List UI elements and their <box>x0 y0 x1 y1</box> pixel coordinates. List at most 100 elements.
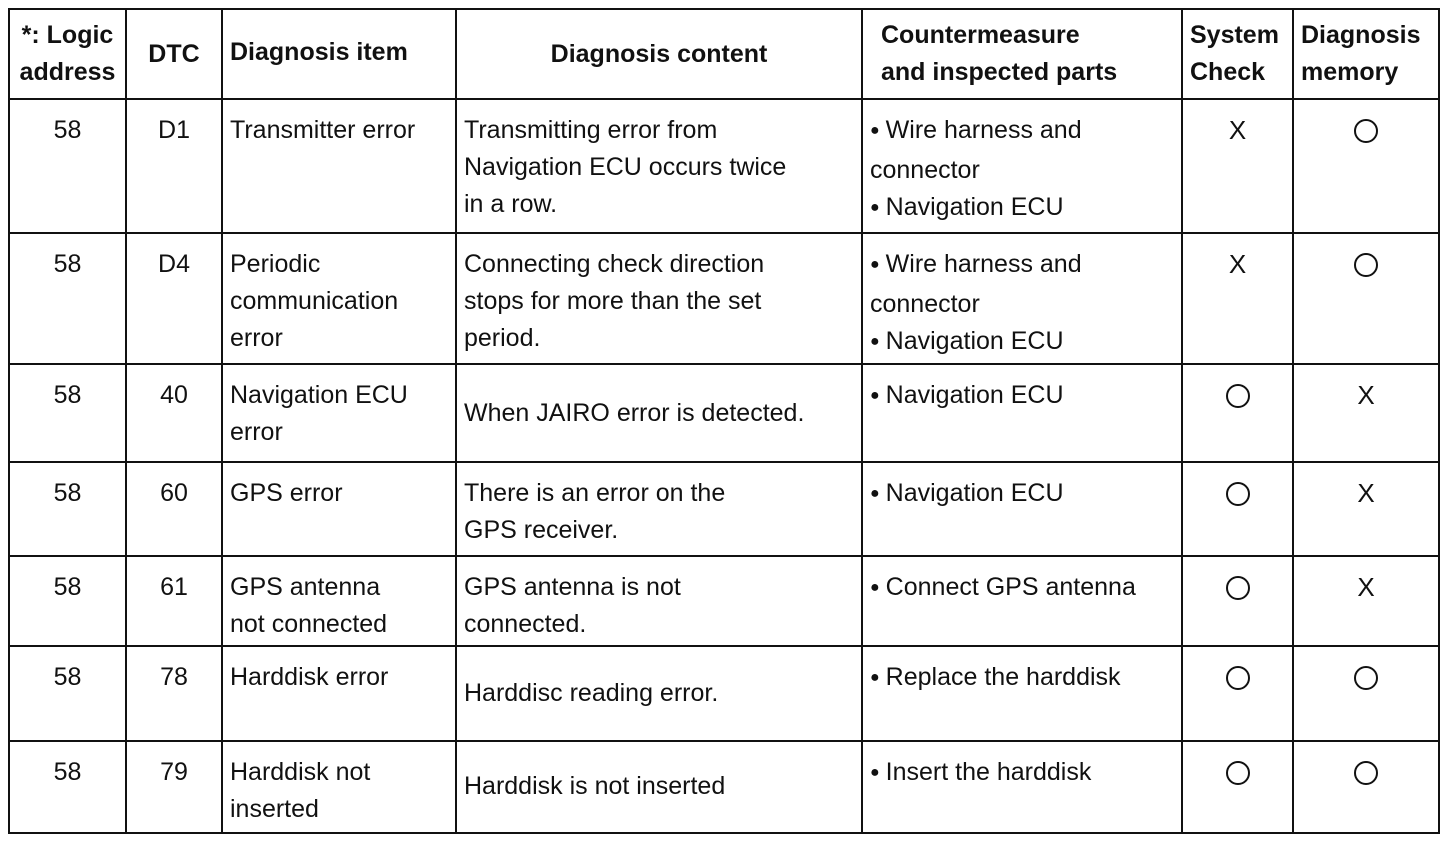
diagnosis-content-line: Navigation ECU occurs twice <box>464 153 787 181</box>
cell-countermeasure: Wire harness and connectorNavigation ECU <box>861 231 1183 366</box>
circle-mark-icon <box>1225 482 1250 507</box>
x-mark: X <box>1357 478 1375 509</box>
cell-countermeasure: Replace the harddisk <box>861 645 1183 742</box>
cell-dtc: 61 <box>125 554 223 648</box>
header-row: *: Logic address DTC Diagnosis item Diag… <box>8 8 1440 100</box>
cell-system-check: X <box>1181 98 1294 234</box>
countermeasure-line: Connect GPS antenna <box>870 569 1180 609</box>
cell-system-check <box>1181 554 1294 648</box>
diagnosis-content-line: Connecting check direction <box>464 249 765 278</box>
header-system-check: System Check <box>1181 8 1294 100</box>
diagnosis-content-line: GPS receiver. <box>464 516 619 545</box>
dtc-table: *: Logic address DTC Diagnosis item Diag… <box>8 8 1440 835</box>
diagnosis-item-line: error <box>230 323 283 352</box>
header-diagnosis-memory-line2: memory <box>1301 58 1399 86</box>
cell-diagnosis-item: Periodic communication error <box>221 231 457 366</box>
header-diagnosis-item: Diagnosis item <box>221 8 457 100</box>
cell-logic-address: 58 <box>8 554 127 648</box>
header-diagnosis-content: Diagnosis content <box>455 8 863 100</box>
header-countermeasure-line1: Countermeasure <box>881 21 1080 49</box>
countermeasure-line: connector <box>870 289 980 318</box>
cell-diagnosis-memory: X <box>1292 554 1440 648</box>
diagnosis-item-line: Harddisk error <box>230 663 389 692</box>
cell-diagnosis-memory <box>1292 98 1440 234</box>
cell-dtc: 78 <box>125 645 223 742</box>
header-countermeasure-line2: and inspected parts <box>881 58 1118 86</box>
circle-mark-icon <box>1225 384 1250 409</box>
countermeasure-line: Wire harness and <box>870 112 1180 152</box>
circle-mark-icon <box>1225 575 1250 600</box>
diagnosis-item-line: Periodic <box>230 249 321 278</box>
cell-countermeasure: Navigation ECU <box>861 363 1183 464</box>
cell-dtc: D4 <box>125 231 223 366</box>
cell-diagnosis-content: When JAIRO error is detected. <box>455 363 863 464</box>
countermeasure-line: Wire harness and <box>870 246 1180 286</box>
diagnosis-item-line: error <box>230 418 283 447</box>
header-system-check-line2: Check <box>1190 58 1266 86</box>
countermeasure-line: Navigation ECU <box>870 323 1180 363</box>
header-diagnosis-memory: Diagnosis memory <box>1292 8 1440 100</box>
header-dtc: DTC <box>125 8 223 100</box>
diagnosis-item-line: GPS error <box>230 479 343 508</box>
cell-system-check <box>1181 363 1294 464</box>
diagnosis-content-line: There is an error on the <box>464 479 726 508</box>
diagnosis-item-line: Transmitter error <box>230 116 416 144</box>
circle-mark-icon <box>1225 760 1250 785</box>
cell-diagnosis-content: Harddisc reading error. <box>455 645 863 742</box>
diagnosis-item-line: inserted <box>230 794 319 823</box>
countermeasure-line: Replace the harddisk <box>870 659 1180 699</box>
cell-diagnosis-item: GPS error <box>221 461 457 557</box>
countermeasure-line: Navigation ECU <box>870 475 1180 515</box>
diagnosis-item-line: communication <box>230 286 399 315</box>
x-mark: X <box>1357 380 1375 411</box>
cell-countermeasure: Wire harness and connectorNavigation ECU <box>861 98 1183 234</box>
cell-system-check <box>1181 739 1294 835</box>
countermeasure-line: Navigation ECU <box>870 189 1180 229</box>
diagnosis-item-line: Harddisk not <box>230 757 371 786</box>
cell-diagnosis-memory: X <box>1292 461 1440 557</box>
header-logic-address-line2: address <box>19 58 116 86</box>
cell-countermeasure: Connect GPS antenna <box>861 554 1183 648</box>
cell-dtc: 60 <box>125 461 223 557</box>
header-system-check-line1: System <box>1190 21 1279 49</box>
cell-diagnosis-memory <box>1292 739 1440 835</box>
cell-diagnosis-item: Harddisk not inserted <box>221 739 457 835</box>
cell-countermeasure: Navigation ECU <box>861 461 1183 557</box>
cell-diagnosis-item: Navigation ECU error <box>221 363 457 464</box>
cell-diagnosis-content: GPS antenna is not connected. <box>455 554 863 648</box>
circle-mark-icon <box>1354 252 1378 277</box>
diagnosis-content-line: stops for more than the set <box>464 286 762 315</box>
countermeasure-line: connector <box>870 156 980 184</box>
x-mark: X <box>1228 248 1247 279</box>
cell-countermeasure: Insert the harddisk <box>861 739 1183 835</box>
countermeasure-line: Navigation ECU <box>870 377 1180 417</box>
diagnosis-content-line: GPS antenna is not <box>464 572 681 601</box>
diagnosis-content-line: Harddisk is not inserted <box>464 772 726 801</box>
cell-diagnosis-memory: X <box>1292 363 1440 464</box>
header-logic-address-line1: *: Logic <box>21 21 114 49</box>
cell-system-check <box>1181 461 1294 557</box>
cell-logic-address: 58 <box>8 739 127 835</box>
cell-diagnosis-memory <box>1292 645 1440 742</box>
circle-mark-icon <box>1354 666 1378 691</box>
diagnosis-content-line: When JAIRO error is detected. <box>464 398 805 427</box>
diagnosis-content-line: connected. <box>464 609 587 638</box>
cell-dtc: 40 <box>125 363 223 464</box>
header-diagnosis-memory-line1: Diagnosis <box>1301 21 1421 49</box>
diagnosis-content-line: period. <box>464 323 541 352</box>
diagnosis-content-line: Transmitting error from <box>464 116 718 144</box>
diagnosis-item-line: Navigation ECU <box>230 381 408 410</box>
diagnosis-item-line: GPS antenna <box>230 572 381 601</box>
header-countermeasure: Countermeasure and inspected parts <box>861 8 1183 100</box>
cell-logic-address: 58 <box>8 98 127 234</box>
circle-mark-icon <box>1354 119 1378 143</box>
